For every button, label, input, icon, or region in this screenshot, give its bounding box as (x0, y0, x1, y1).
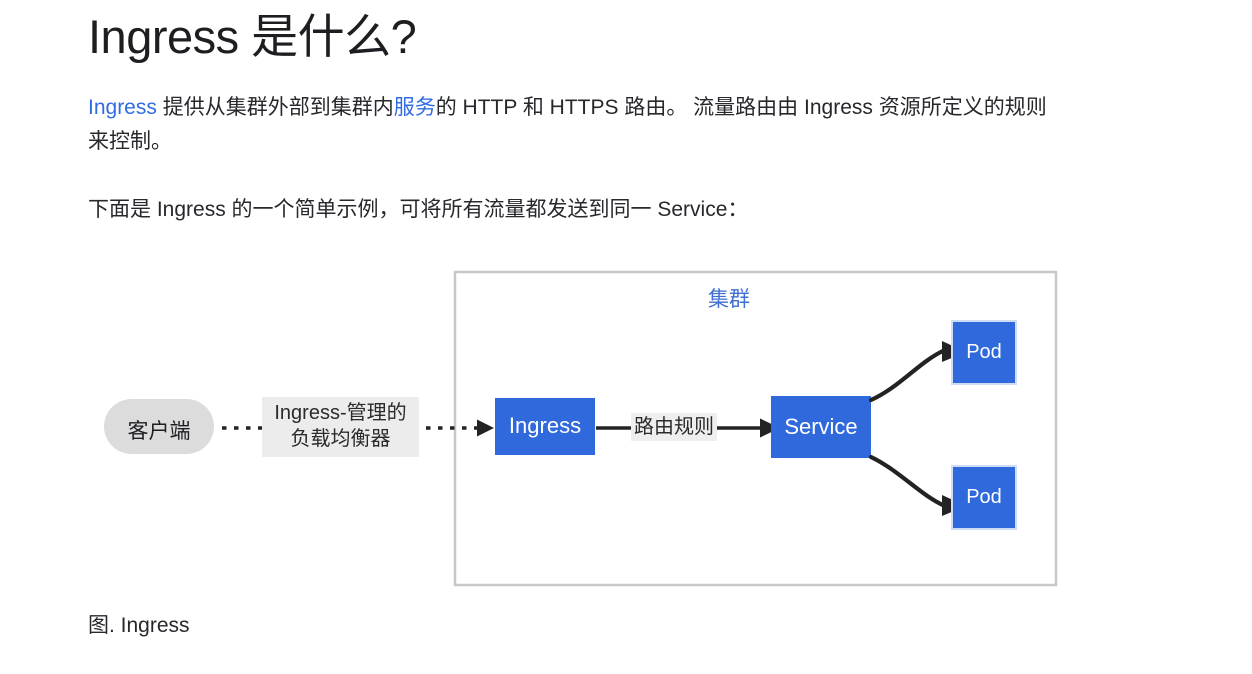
link-service[interactable]: 服务 (393, 96, 436, 120)
ingress-diagram-figure: 集群 客户端 Ingress-管理的 负载均衡器 路由规则 Ingress Se… (88, 263, 1088, 593)
paragraph-intro: Ingress 提供从集群外部到集群内服务的 HTTP 和 HTTPS 路由。 … (88, 91, 1063, 159)
pod-top-label: Pod (966, 341, 1002, 364)
service-node-label: Service (784, 414, 858, 440)
client-node-label: 客户端 (127, 420, 191, 444)
paragraph-intro-segment-2: 的 HTTP 和 HTTPS 路由。 流量路由由 Ingress 资源所定义的规… (88, 96, 1047, 154)
client-node-shape (104, 399, 214, 455)
load-balancer-edge-label-line2: 负载均衡器 (290, 428, 391, 451)
pod-bottom-box (951, 465, 1017, 531)
cluster-title-label: 集群 (708, 288, 750, 312)
routing-rules-edge-label: 路由规则 (631, 413, 717, 442)
service-to-pod-bottom-curve (868, 454, 948, 509)
load-balancer-edge-label: Ingress-管理的 负载均衡器 (262, 397, 419, 457)
ingress-architecture-diagram (104, 270, 1058, 587)
ingress-node-label: Ingress (508, 413, 582, 439)
page-title: Ingress 是什么? (88, 10, 417, 63)
pod-bottom-label: Pod (966, 486, 1002, 509)
link-ingress[interactable]: Ingress (88, 96, 157, 120)
pod-top-box (951, 320, 1017, 386)
load-balancer-edge-label-line1: Ingress-管理的 (274, 402, 407, 425)
figure-caption: 图. Ingress (88, 614, 190, 637)
client-to-ingress-arrowhead (477, 419, 494, 437)
document-body: Ingress 是什么? Ingress 提供从集群外部到集群内服务的 HTTP… (88, 0, 1188, 593)
ingress-node-box (495, 398, 595, 456)
ingress-to-service-arrowhead (760, 418, 780, 438)
paragraph-intro-segment-1: 提供从集群外部到集群内 (156, 96, 394, 120)
paragraph-example: 下面是 Ingress 的一个简单示例，可将所有流量都发送到同一 Service… (88, 198, 749, 222)
service-node-box (771, 396, 871, 459)
service-to-pod-top-curve (868, 347, 948, 403)
